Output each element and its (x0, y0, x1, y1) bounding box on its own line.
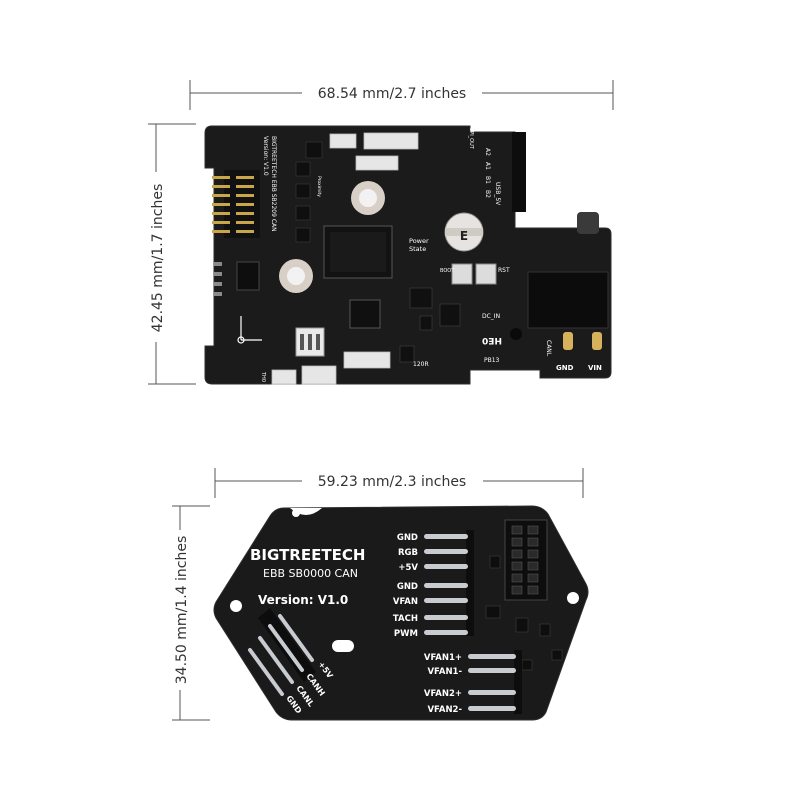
pin-label-vfan2-plus: VFAN2+ (424, 689, 462, 699)
usb-port (577, 212, 599, 234)
pin-label-rgb: RGB (398, 548, 418, 558)
b1-label: B1 (484, 176, 491, 184)
bottom-model-label: EBB SB0000 CAN (263, 567, 358, 580)
jst-connector-2 (355, 155, 399, 171)
bottom-mounting-hole-3 (292, 509, 300, 517)
bottom-right-header (504, 519, 548, 601)
pin-label-gnd-2: GND (397, 582, 418, 592)
rst-label: RST (498, 267, 510, 274)
bottom-logo: BIGTREETECH (250, 546, 365, 564)
bottom-width-label: 59.23 mm/2.3 inches (318, 474, 466, 490)
driver-chip (349, 299, 381, 329)
usb-5v-label: USB_5V (494, 182, 501, 206)
pb13-label: PB13 (484, 357, 500, 364)
bottom-height-dimension (172, 505, 210, 721)
a1-label: A1 (484, 162, 491, 170)
fan-pin-column (468, 650, 522, 714)
bottom-mounting-hole-1 (567, 592, 579, 604)
top-width-dimension (189, 80, 614, 110)
bottom-width-dimension (214, 468, 584, 498)
boot-label: BOOT (440, 268, 455, 274)
top-width-label: 68.54 mm/2.7 inches (318, 86, 466, 102)
pin-label-vfan1-plus: VFAN1+ (424, 653, 462, 663)
dc-in-label: DC_IN (482, 313, 500, 320)
canl-label: CANL (545, 340, 552, 357)
svg-text:E: E (460, 229, 468, 243)
pin-label-pwm: PWM (394, 629, 418, 639)
mounting-hole-2 (279, 259, 313, 293)
mcu-chip (323, 225, 393, 279)
state-led-label: State (409, 245, 426, 253)
jst-connector-4 (301, 365, 337, 385)
power-terminal-block (527, 271, 609, 329)
pin-label-gnd-1: GND (397, 533, 418, 543)
th0-label: TH0 (260, 371, 266, 382)
bottom-version-label: Version: V1.0 (258, 593, 348, 607)
proximity-label: Proximity (316, 176, 322, 197)
top-version-label: Version: V1.0 (262, 136, 269, 176)
top-model-label: BIGTREETECH EBB SB2209 CAN (270, 136, 277, 232)
capacitor: E (444, 212, 484, 252)
top-height-label: 42.45 mm/1.7 inches (150, 184, 166, 332)
heater-mosfet-pad (510, 328, 522, 340)
power-led-label: Power (409, 237, 429, 245)
b2-label: B2 (484, 190, 491, 198)
pin-label-tach: TACH (393, 614, 418, 624)
axis-marker (237, 316, 262, 344)
jst-connector-spi (363, 132, 419, 150)
bottom-board: BIGTREETECH EBB SB0000 CAN Version: V1.0… (213, 505, 589, 721)
bottom-slot-hole (332, 640, 354, 652)
left-header-pins (212, 170, 260, 238)
top-board: E BIGTREETECH EBB SB2209 CAN Version: V1… (204, 125, 612, 385)
pin-label-vfan: VFAN (393, 597, 418, 607)
pin-label-5v: +5V (398, 563, 418, 573)
reset-button (475, 263, 497, 285)
mounting-hole-1 (351, 181, 385, 215)
120r-label: 120R (413, 361, 429, 368)
jst-connector-3 (343, 351, 391, 369)
jst-connector-1 (329, 133, 357, 149)
bottom-mounting-hole-2 (230, 600, 242, 612)
jst-connector-th0 (271, 369, 297, 385)
power-pins (563, 332, 602, 350)
vin-label: VIN (588, 364, 602, 372)
boot-button (451, 263, 473, 285)
can-pin-group (248, 608, 316, 696)
a2-label: A2 (484, 148, 491, 156)
spi-out-label: SPI_OUT (468, 128, 474, 150)
top-height-dimension (148, 123, 196, 385)
top-pin-column (424, 530, 474, 636)
pin-label-vfan1-minus: VFAN1- (427, 667, 462, 677)
gnd-label: GND (556, 364, 574, 372)
pin-label-vfan2-minus: VFAN2- (427, 705, 462, 715)
heo-label: HE0 (482, 335, 502, 345)
bottom-height-label: 34.50 mm/1.4 inches (174, 536, 190, 684)
